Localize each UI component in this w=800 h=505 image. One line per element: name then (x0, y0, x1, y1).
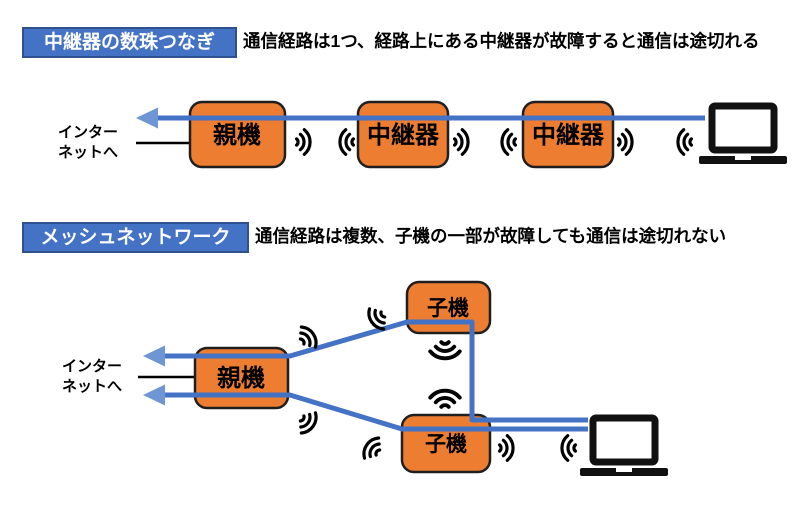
mesh-network-header-badge: メッシュネットワーク (22, 222, 249, 253)
wifi-waves-left-icon (500, 128, 518, 156)
mesh-network-diagram: インター ネットへ 親機 子機 子機 (62, 280, 800, 505)
wifi-waves-right-icon (295, 128, 312, 156)
internet-label-line2: ネットへ (62, 378, 122, 395)
laptop-icon (699, 106, 787, 164)
router-node-label: 親機 (217, 365, 265, 392)
wifi-waves-left-icon (676, 128, 694, 156)
router-node-label: 親機 (213, 122, 261, 149)
wifi-waves-down-icon (428, 340, 462, 361)
satellite-bottom-node-label: 子機 (425, 432, 467, 456)
satellite-top-node-label: 子機 (427, 296, 469, 320)
repeater2-node-label: 中継器 (532, 121, 605, 149)
wifi-waves-up-icon (428, 388, 462, 409)
mesh-network-description: 通信経路は複数、子機の一部が故障しても通信は途切れない (255, 226, 727, 246)
wifi-waves-upright-icon (293, 322, 322, 354)
wifi-waves-right-icon (453, 128, 470, 156)
repeater1-node-label: 中継器 (367, 121, 440, 149)
internet-label-line2: ネットへ (58, 144, 118, 161)
internet-label-line1: インター (62, 358, 122, 375)
internet-label-line1: インター (58, 124, 118, 141)
daisy-chain-diagram: インター ネットへ 親機 中継器 中継器 (58, 100, 800, 169)
daisy-chain-header-badge: 中継器の数珠つなぎ (22, 27, 237, 58)
route-arrowhead-icon (143, 345, 165, 367)
route-arrowhead-icon (136, 107, 158, 129)
wifi-waves-right-icon (616, 128, 634, 156)
wifi-waves-left-icon (560, 434, 578, 462)
laptop-icon (580, 418, 668, 476)
daisy-chain-description: 通信経路は1つ、経路上にある中継器が故障すると通信は途切れる (243, 31, 760, 51)
route-upper-path (165, 319, 588, 423)
route-arrowhead-icon (143, 384, 165, 406)
route-lower-path (165, 392, 588, 432)
wifi-waves-left-icon (338, 128, 355, 156)
wifi-waves-right-icon (498, 434, 515, 462)
wifi-waves-downright-icon (293, 406, 322, 438)
wifi-waves-upleft-icon (358, 433, 387, 465)
